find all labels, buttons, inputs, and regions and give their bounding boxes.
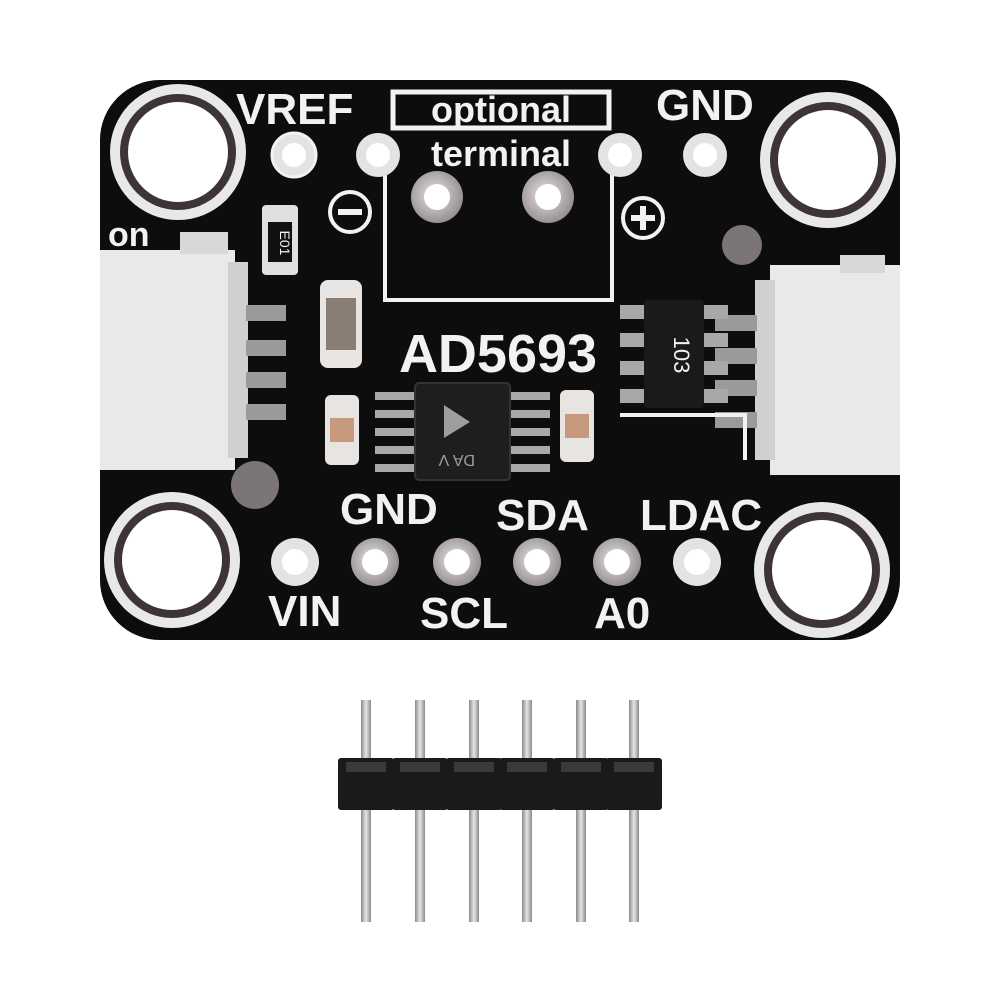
- chip-marking: DA V: [438, 451, 475, 468]
- pin-header: [338, 700, 662, 922]
- bottom-pads: [271, 538, 721, 586]
- label-sda: SDA: [496, 491, 589, 540]
- label-on: on: [108, 216, 150, 254]
- stemma-connector-right: [715, 255, 900, 475]
- mounting-hole-bottom-right: [754, 502, 890, 638]
- header-pin-6: [606, 700, 662, 922]
- plus-icon: [621, 196, 665, 240]
- fiducial-right: [722, 225, 762, 265]
- pcb-board: VREF optional terminal GND on: [100, 80, 900, 640]
- label-gnd-top: GND: [656, 81, 754, 130]
- chip-name-label: AD5693: [399, 324, 597, 384]
- label-vref: VREF: [236, 85, 353, 134]
- silk-outline-right: [620, 413, 747, 460]
- header-pin-5: [553, 700, 609, 922]
- label-scl: SCL: [420, 589, 508, 638]
- mounting-hole-top-right: [760, 92, 896, 228]
- header-pin-3: [446, 700, 502, 922]
- header-pin-4: [499, 700, 555, 922]
- header-pin-1: [338, 700, 394, 922]
- optional-box: [390, 89, 612, 131]
- resistor-network-marking: 103: [669, 337, 694, 374]
- label-a0: A0: [594, 589, 650, 638]
- label-ldac: LDAC: [640, 491, 762, 540]
- terminal-outline: [383, 170, 614, 302]
- resistor-marking: E01: [277, 231, 293, 256]
- mounting-hole-bottom-left: [104, 492, 240, 628]
- label-terminal: terminal: [431, 133, 571, 174]
- resistor-network: 103: [620, 300, 728, 408]
- label-gnd-bottom: GND: [340, 485, 438, 534]
- stemma-connector-left: [100, 232, 286, 470]
- label-optional: optional: [431, 89, 571, 130]
- label-vin: VIN: [268, 587, 341, 636]
- mounting-hole-top-left: [110, 84, 246, 220]
- minus-icon: [328, 190, 372, 234]
- fiducial-left: [231, 461, 279, 509]
- dac-chip: DA V: [375, 382, 550, 481]
- header-pin-2: [392, 700, 448, 922]
